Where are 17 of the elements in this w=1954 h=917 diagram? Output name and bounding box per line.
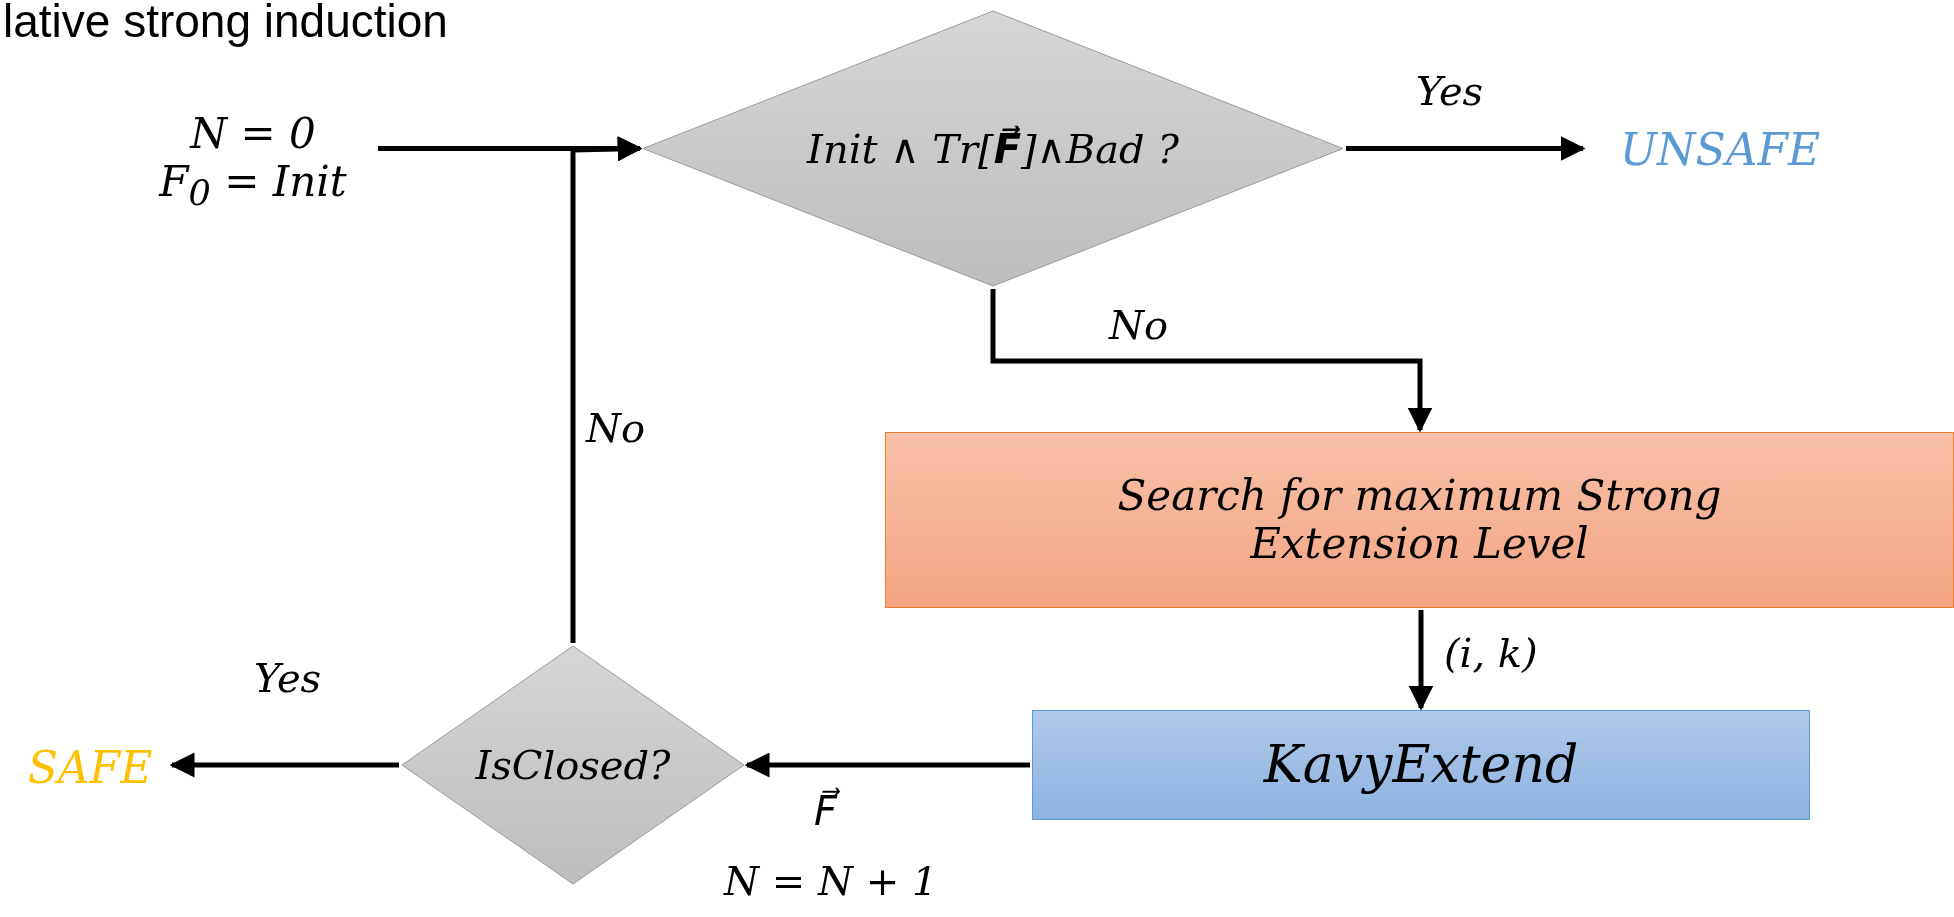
terminal-label: SAFE	[27, 742, 153, 794]
start-condition: F$_{0}$ = Init	[159, 158, 347, 214]
process-box	[885, 432, 1954, 608]
arrow	[744, 752, 1030, 778]
arrow	[570, 136, 643, 643]
arrow	[1346, 136, 1586, 161]
node-text: KavyExtend	[1263, 735, 1579, 795]
start-condition: N = 0	[190, 110, 316, 159]
process-box	[1032, 710, 1810, 820]
node-text: Search for maximum Strong Extension Level	[1116, 471, 1723, 569]
arrow	[1408, 610, 1434, 711]
node-text: Init ∧ Tr[F⃗]∧Bad ?	[807, 125, 1179, 172]
arrow	[169, 752, 399, 778]
node-text: IsClosed?	[475, 742, 671, 788]
title: lative strong induction	[3, 0, 448, 48]
arrow	[990, 289, 1433, 433]
terminal-label: UNSAFE	[1619, 124, 1821, 176]
